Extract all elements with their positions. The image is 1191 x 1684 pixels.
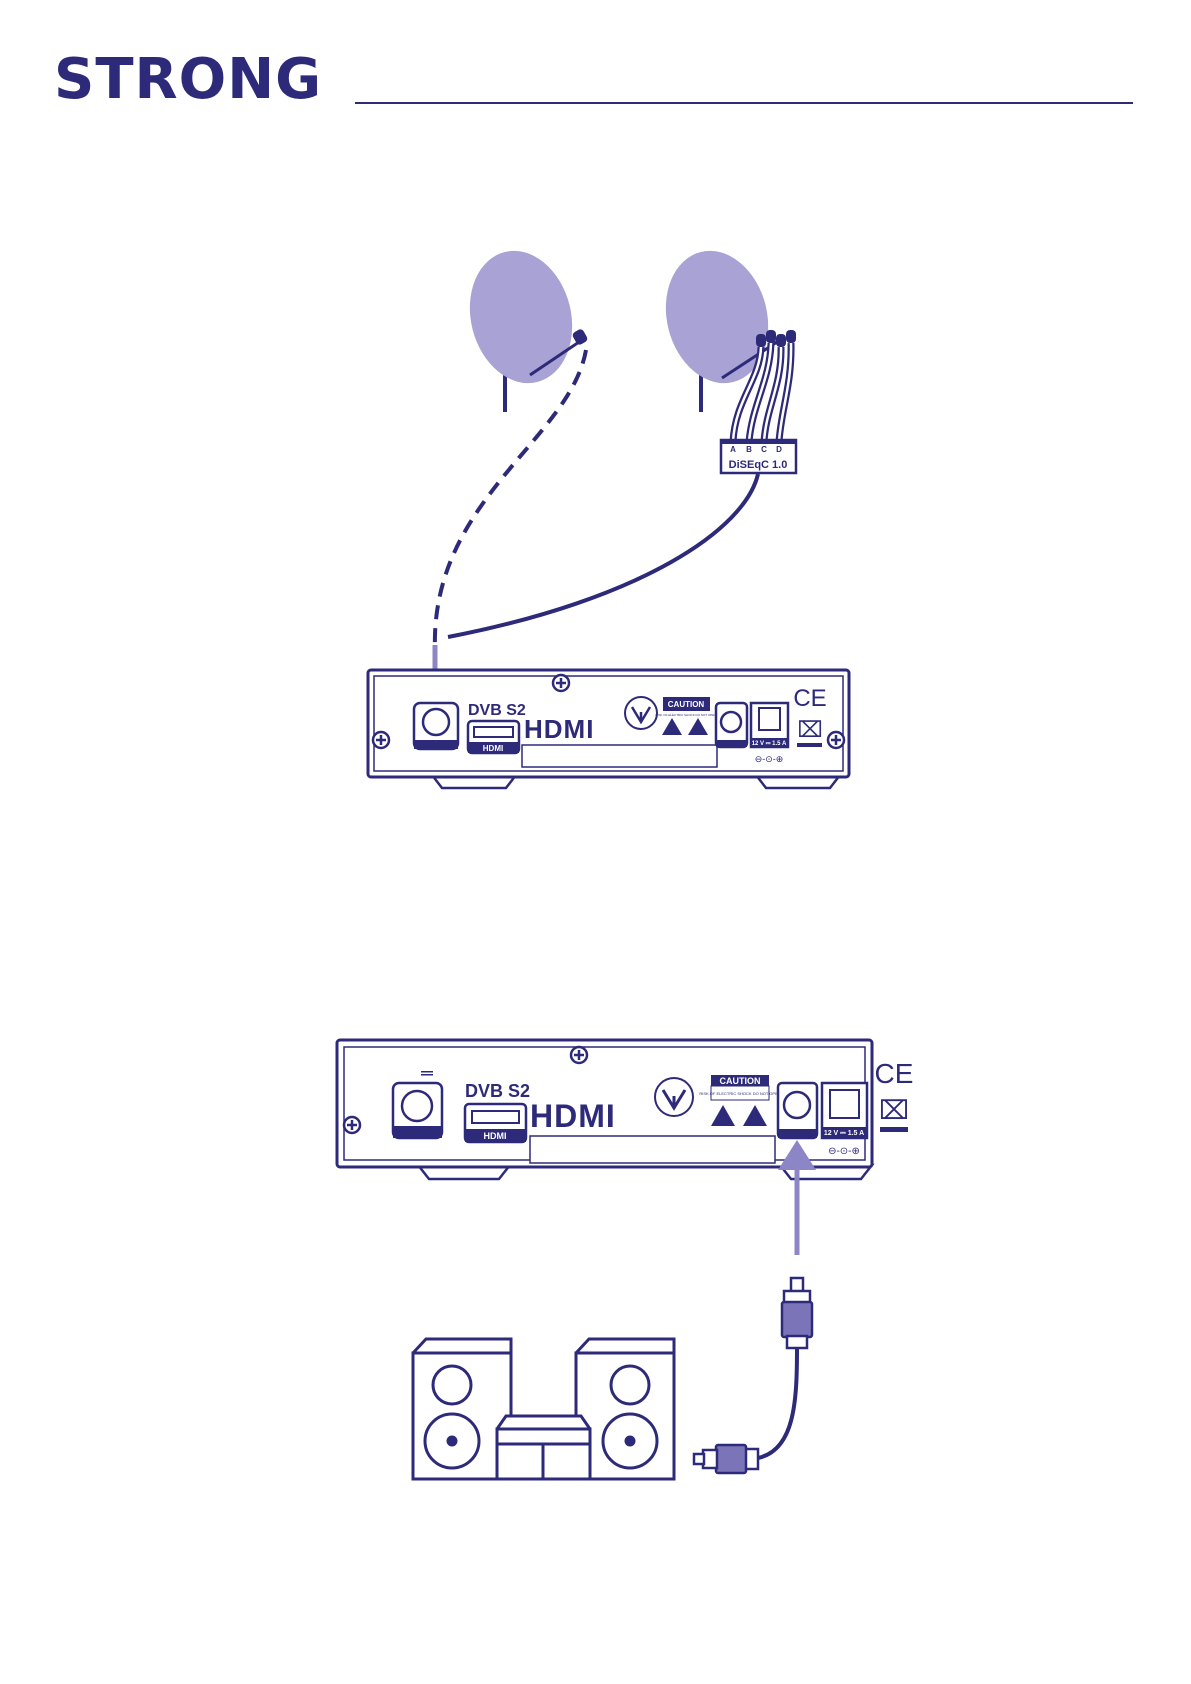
satellite-dish-multi [652, 240, 796, 442]
lnb-icon [756, 334, 766, 347]
spdif-cable [694, 1278, 812, 1473]
label-area [522, 745, 717, 767]
caution-text: RISK OF ELECTRIC SHOCK DO NOT OPEN [699, 1091, 780, 1096]
diseqc-switch: A B C D DiSEqC 1.0 [721, 440, 796, 473]
power-rating: 12 V ⎓ 1.5 A [824, 1130, 864, 1137]
lnb-icon [766, 330, 776, 343]
diseqc-label: DiSEqC 1.0 [729, 459, 788, 471]
polarity-icon: ⊖-⊙-⊕ [755, 754, 784, 764]
label-area [530, 1136, 775, 1163]
power-rating: 12 V ⎓ 1.5 A [752, 741, 787, 747]
receiver-rear-panel-top: DVB S2 HDMI HDMI CAUTION RISK OF ELECTRI… [368, 670, 849, 788]
hdmi-logo: HDMI [524, 714, 594, 744]
port-label: B [746, 445, 752, 454]
ce-mark: CE [875, 1058, 914, 1089]
weee-bin-icon: ⌧ [879, 1095, 909, 1125]
port-label: A [730, 445, 736, 454]
caution-title: CAUTION [720, 1076, 761, 1086]
caution-title: CAUTION [668, 700, 705, 709]
port-label: C [761, 445, 767, 454]
dvb-s2-logo: DVB S2 [465, 1081, 530, 1101]
diseqc-cable [448, 474, 758, 637]
port-label: D [776, 445, 782, 454]
hdmi-logo: HDMI [530, 1098, 616, 1134]
lnb-icon [776, 334, 786, 347]
lnb-icon [786, 330, 796, 343]
caution-text: RISK OF ELECTRIC SHOCK DO NOT OPEN [656, 713, 717, 717]
hdmi-port-label: HDMI [483, 744, 503, 753]
dvb-s2-logo: DVB S2 [468, 702, 526, 719]
hifi-stereo-system [413, 1339, 674, 1479]
hdmi-port-label: HDMI [484, 1131, 507, 1141]
lnb-icon [571, 328, 588, 346]
direct-cable-dashed [435, 350, 586, 650]
polarity-icon: ⊖-⊙-⊕ [828, 1146, 860, 1157]
satellite-dish-single [456, 240, 588, 412]
weee-bin-icon: ⌧ [797, 717, 822, 742]
receiver-rear-panel-bottom: DVB S2 HDMI HDMI CAUTION RISK OF ELECTRI… [337, 1040, 913, 1179]
ce-mark: CE [793, 685, 826, 712]
